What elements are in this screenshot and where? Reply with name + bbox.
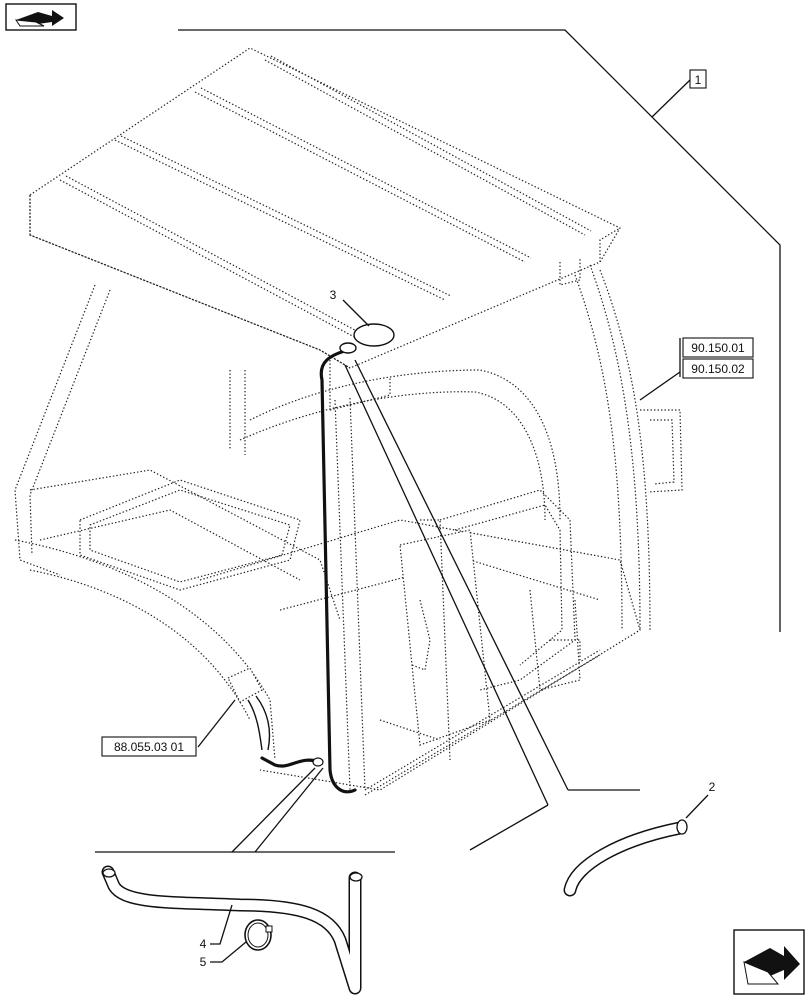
callout-label-2: 2 — [709, 780, 716, 794]
ref-label-90-150-01: 90.150.01 — [691, 341, 745, 355]
next-page-icon[interactable] — [733, 929, 805, 995]
ref-leader-90150 — [639, 338, 681, 401]
assembly-bracket-line — [178, 29, 781, 632]
callout-label-5: 5 — [200, 955, 207, 969]
hose-item-2 — [563, 794, 709, 897]
ref-box-90-150-01[interactable]: 90.150.01 — [682, 337, 754, 358]
ref-box-88-055-03-01[interactable]: 88.055.03 01 — [101, 736, 197, 757]
callout-item-1: 1 — [689, 69, 707, 89]
cab-frame — [14, 264, 683, 796]
ref-box-90-150-02[interactable]: 90.150.02 — [682, 358, 754, 379]
ref-label-90-150-02: 90.150.02 — [691, 362, 745, 376]
cab-roof — [29, 47, 621, 411]
callout-label-3: 3 — [330, 288, 337, 302]
hose-item-4 — [101, 865, 363, 995]
cable-harness — [260, 348, 357, 794]
callout-label-4: 4 — [200, 937, 207, 951]
detail-leader-lines — [95, 359, 640, 853]
callout-label-1: 1 — [695, 73, 702, 87]
ref-label-88-055-03-01: 88.055.03 01 — [114, 740, 184, 754]
previous-page-icon[interactable] — [5, 3, 77, 31]
clamp-item-5 — [210, 919, 273, 963]
ref-leader-88055 — [197, 699, 236, 748]
connector-housing — [227, 667, 271, 751]
grommet-item-3 — [339, 299, 395, 354]
